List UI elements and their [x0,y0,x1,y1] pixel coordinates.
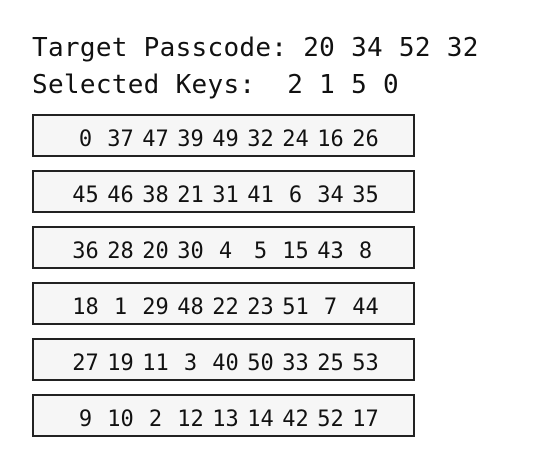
keypad-key[interactable]: 44 [352,295,379,320]
keypad-key[interactable]: 48 [177,295,204,320]
keypad: 0 37 47 39 49 32 24 16 26 45 46 38 21 31… [32,114,415,450]
keypad-key[interactable]: 40 [212,351,239,376]
keypad-key[interactable]: 19 [107,351,134,376]
keypad-key[interactable]: 20 [142,239,169,264]
keypad-row: 36 28 20 30 4 5 15 43 8 [32,226,415,269]
keypad-key[interactable]: 25 [317,351,344,376]
keypad-key[interactable]: 38 [142,183,169,208]
keypad-key[interactable]: 5 [253,239,268,264]
keypad-key[interactable]: 2 [148,407,163,432]
keypad-key[interactable]: 43 [317,239,344,264]
keypad-key[interactable]: 13 [212,407,239,432]
keypad-key[interactable]: 1 [113,295,128,320]
keypad-key[interactable]: 39 [177,127,204,152]
keypad-key[interactable]: 34 [317,183,344,208]
keypad-key[interactable]: 9 [78,407,93,432]
keypad-key[interactable]: 11 [142,351,169,376]
keypad-key[interactable]: 24 [282,127,309,152]
keypad-key[interactable]: 31 [212,183,239,208]
keypad-key[interactable]: 29 [142,295,169,320]
keypad-key[interactable]: 30 [177,239,204,264]
keypad-key[interactable]: 15 [282,239,309,264]
keypad-key[interactable]: 47 [142,127,169,152]
keypad-key[interactable]: 0 [78,127,93,152]
keypad-key[interactable]: 7 [323,295,338,320]
keypad-row: 9 10 2 12 13 14 42 52 17 [32,394,415,437]
keypad-key[interactable]: 16 [317,127,344,152]
keypad-row: 45 46 38 21 31 41 6 34 35 [32,170,415,213]
keypad-key[interactable]: 53 [352,351,379,376]
keypad-key[interactable]: 10 [107,407,134,432]
keypad-key[interactable]: 12 [177,407,204,432]
selected-keys-text: Selected Keys: 2 1 5 0 [32,70,399,100]
keypad-key[interactable]: 4 [218,239,233,264]
keypad-key[interactable]: 32 [247,127,274,152]
target-passcode-text: Target Passcode: 20 34 52 32 [32,33,479,63]
keypad-key[interactable]: 22 [212,295,239,320]
keypad-key[interactable]: 37 [107,127,134,152]
keypad-key[interactable]: 45 [72,183,99,208]
keypad-key[interactable]: 41 [247,183,274,208]
keypad-key[interactable]: 42 [282,407,309,432]
keypad-key[interactable]: 14 [247,407,274,432]
keypad-key[interactable]: 27 [72,351,99,376]
keypad-key[interactable]: 51 [282,295,309,320]
keypad-key[interactable]: 35 [352,183,379,208]
keypad-key[interactable]: 49 [212,127,239,152]
keypad-key[interactable]: 23 [247,295,274,320]
keypad-key[interactable]: 3 [183,351,198,376]
keypad-key[interactable]: 50 [247,351,274,376]
keypad-row: 18 1 29 48 22 23 51 7 44 [32,282,415,325]
keypad-key[interactable]: 28 [107,239,134,264]
keypad-key[interactable]: 46 [107,183,134,208]
keypad-row: 27 19 11 3 40 50 33 25 53 [32,338,415,381]
keypad-key[interactable]: 26 [352,127,379,152]
keypad-key[interactable]: 18 [72,295,99,320]
keypad-key[interactable]: 33 [282,351,309,376]
keypad-key[interactable]: 36 [72,239,99,264]
keypad-key[interactable]: 52 [317,407,344,432]
keypad-key[interactable]: 17 [352,407,379,432]
keypad-key[interactable]: 21 [177,183,204,208]
keypad-row: 0 37 47 39 49 32 24 16 26 [32,114,415,157]
keypad-key[interactable]: 6 [288,183,303,208]
keypad-key[interactable]: 8 [358,239,373,264]
